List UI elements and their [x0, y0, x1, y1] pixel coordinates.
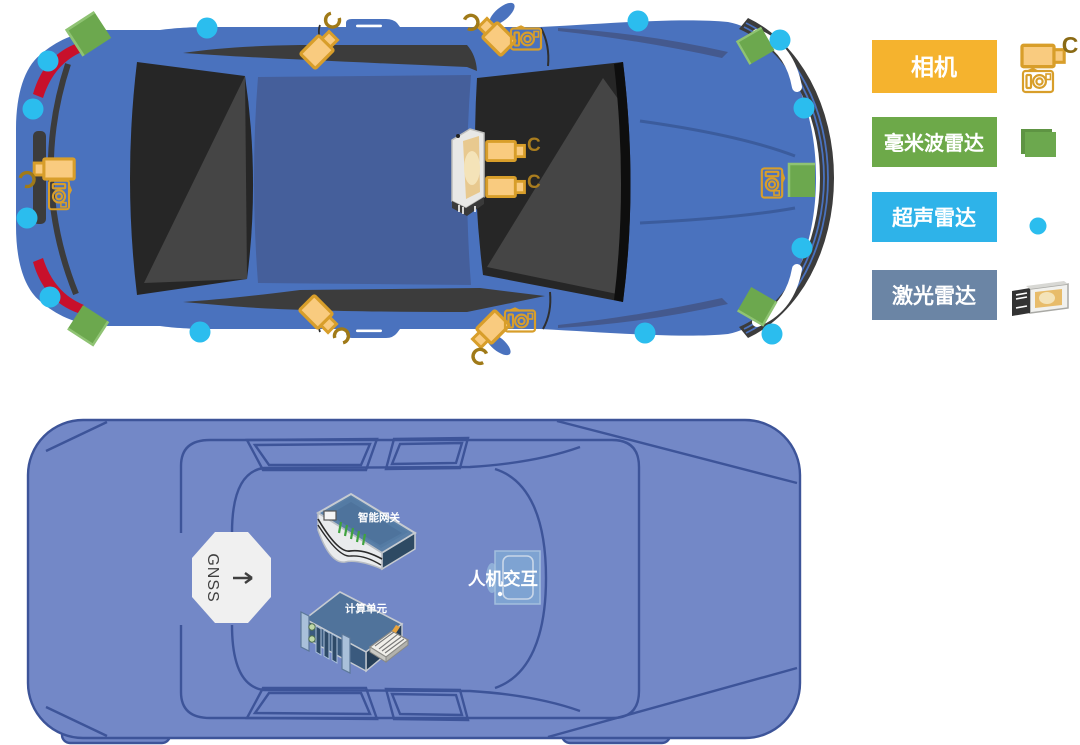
svg-text:C: C — [527, 172, 541, 193]
svg-text:超声雷达: 超声雷达 — [892, 206, 976, 230]
svg-text:激光雷达: 激光雷达 — [892, 284, 976, 308]
svg-text:计算单元: 计算单元 — [345, 602, 387, 615]
svg-text:智能网关: 智能网关 — [357, 511, 400, 524]
svg-text:相机: 相机 — [911, 54, 957, 80]
svg-text:C: C — [1062, 32, 1079, 58]
svg-text:人机交互: 人机交互 — [468, 569, 538, 589]
svg-text:毫米波雷达: 毫米波雷达 — [884, 131, 984, 155]
svg-text:C: C — [527, 135, 541, 156]
svg-text:GNSS: GNSS — [204, 553, 221, 602]
